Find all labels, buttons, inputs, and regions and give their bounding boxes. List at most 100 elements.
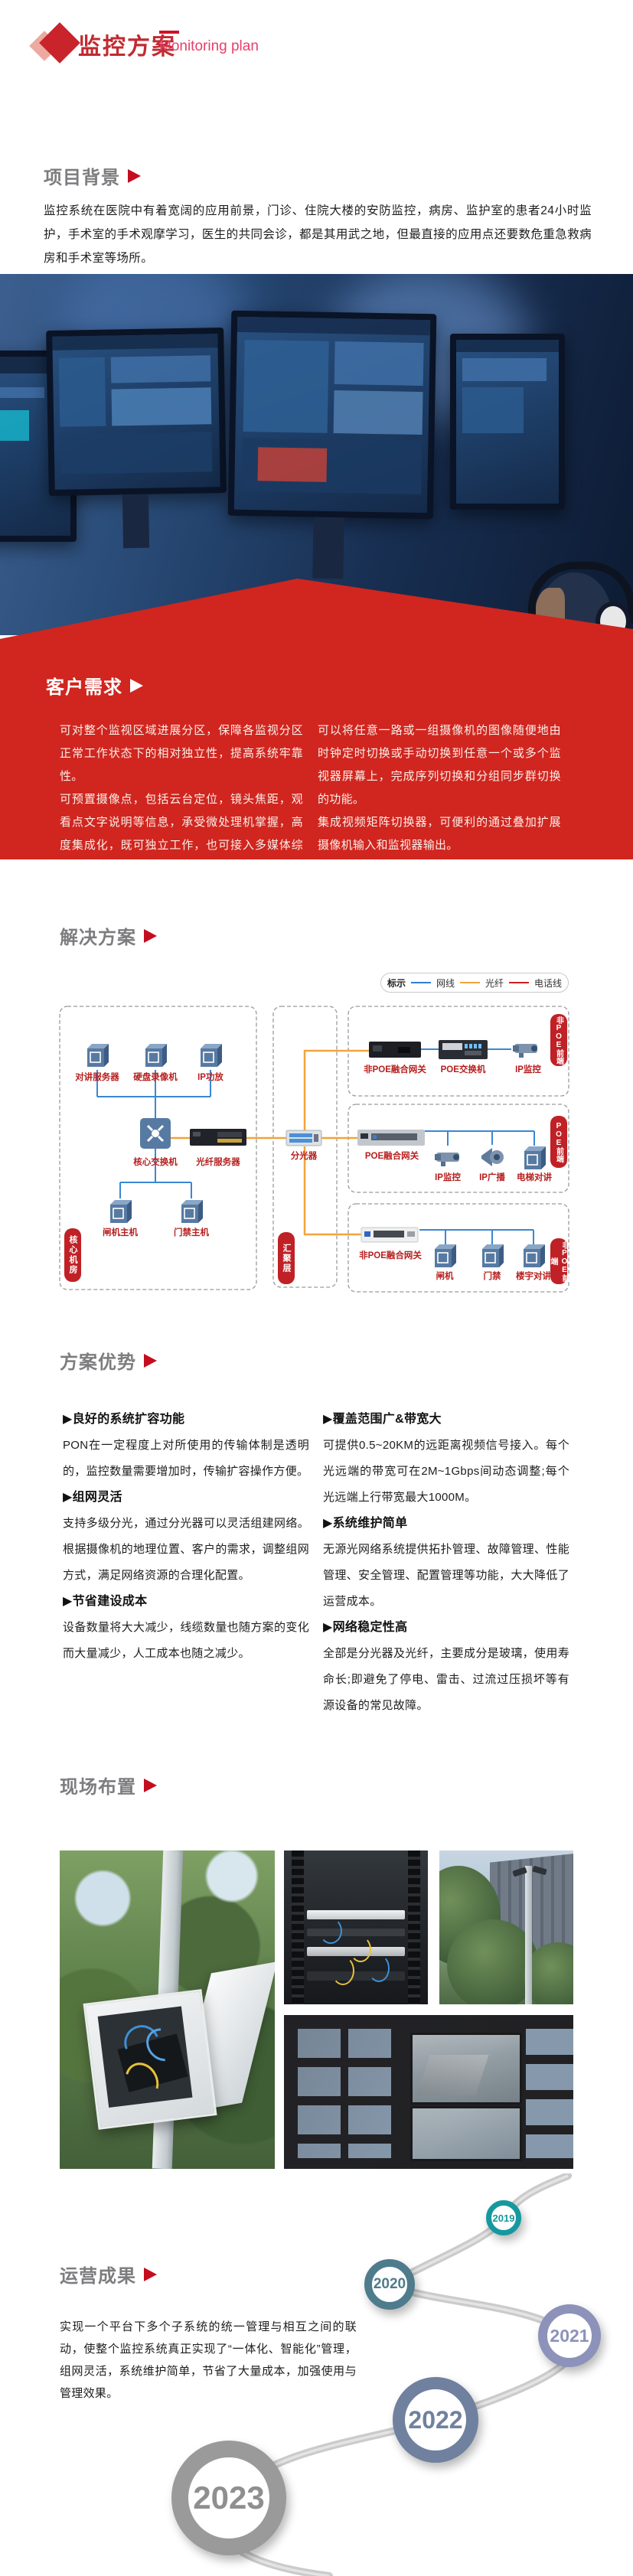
site-photo-server-rack xyxy=(284,1850,428,2004)
timeline-year-2019: 2019 xyxy=(486,2200,521,2235)
legend-net-label: 网线 xyxy=(436,977,455,989)
device-label: 非POE融合网关 xyxy=(359,1250,422,1260)
legend-label: 标示 xyxy=(387,977,406,989)
photo-screen xyxy=(456,340,559,504)
network-lines xyxy=(96,1048,535,1244)
poe-gateway-icon xyxy=(357,1130,425,1146)
photo-screen xyxy=(52,334,220,490)
timeline-year-2022: 2022 xyxy=(393,2377,478,2463)
timeline-road xyxy=(217,2173,579,2576)
advantage-heading: ▶网络稳定性高 xyxy=(323,1621,408,1634)
device-label: 门禁主机 xyxy=(174,1227,209,1237)
access-control-icon xyxy=(481,1244,504,1268)
requirements-paragraph: 可对整个监视区域进展分区，保障各监视分区正常工作状态下的相对独立性，提高系统牢靠… xyxy=(60,724,303,783)
site-photo-monitor-wall xyxy=(284,2015,573,2169)
photo-screen-grid xyxy=(526,2029,573,2158)
network-line-swatch-icon xyxy=(410,982,431,983)
section-arrow-icon xyxy=(130,678,143,693)
device-label: 光纤服务器 xyxy=(195,1156,240,1167)
ip-camera-icon xyxy=(435,1153,459,1166)
advantages-right-column: ▶覆盖范围广&带宽大 可提供0.5~20KM的远距离视频信号接入。每个光远端的带… xyxy=(323,1407,569,1719)
section-title-site: 现场布置 xyxy=(60,1772,157,1798)
ip-broadcast-icon xyxy=(481,1148,504,1166)
section-arrow-icon xyxy=(144,2267,157,2281)
advantage-heading: ▶覆盖范围广&带宽大 xyxy=(323,1413,442,1426)
timeline-year-2023: 2023 xyxy=(171,2441,286,2555)
section-title-background: 项目背景 xyxy=(44,162,141,189)
photo-cabinet-interior xyxy=(97,2006,193,2108)
elevator-intercom-icon xyxy=(524,1146,547,1170)
photo-tint-overlay xyxy=(284,2015,573,2169)
section-title-site-text: 现场布置 xyxy=(60,1777,136,1798)
photo-cable xyxy=(350,1936,371,1962)
photo-cable xyxy=(331,1956,354,1985)
diagram-legend: 标示 网线 光纤 电话线 xyxy=(380,973,569,993)
section-title-results-text: 运营成果 xyxy=(60,2266,136,2287)
photo-rack-device xyxy=(307,1971,405,1981)
requirements-paragraph: 可预置摄像点，包括云台定位，镜头焦距，观看点文字说明等信息，承受微处理机掌握，高… xyxy=(60,793,303,875)
site-photo-camera-pole xyxy=(439,1850,573,2004)
ip-camera-icon xyxy=(513,1044,537,1058)
requirements-paragraph: 可以将任意一路或一组摄像机的图像随便地由时钟定时切换或手动切换到任意一个或多个监… xyxy=(318,724,561,806)
device-label: 非POE融合网关 xyxy=(364,1064,426,1074)
requirements-left-column: 可对整个监视区域进展分区，保障各监视分区正常工作状态下的相对独立性，提高系统牢靠… xyxy=(60,719,303,875)
site-photo-outdoor-cabinet xyxy=(60,1850,275,2169)
advantage-body: 设备数量将大大减少，线缆数量也随方案的变化而大量减少，人工成本也随之减少。 xyxy=(63,1621,309,1660)
building-intercom-icon xyxy=(523,1244,546,1268)
photo-cable xyxy=(368,1955,390,1982)
phone-line-swatch-icon xyxy=(509,982,530,983)
control-room-photo xyxy=(0,274,633,635)
headset-icon xyxy=(528,562,633,623)
section-title-results: 运营成果 xyxy=(60,2261,157,2287)
fiber-line-swatch-icon xyxy=(460,982,480,983)
section-title-advantages: 方案优势 xyxy=(60,1347,157,1374)
device-label: POE交换机 xyxy=(441,1064,486,1074)
section-title-solution-text: 解决方案 xyxy=(60,928,136,948)
section-title-requirements: 客户需求 xyxy=(46,672,143,699)
results-body: 实现一个平台下多个子系统的统一管理与相互之间的联动，使整个监控系统真正实现了“一… xyxy=(60,2320,357,2400)
device-label: 门禁 xyxy=(484,1270,501,1281)
device-label: IP广播 xyxy=(479,1172,505,1182)
section-title-advantages-text: 方案优势 xyxy=(60,1352,136,1373)
photo-rack-device xyxy=(307,1910,405,1919)
zone-pill-poe-front: POE前端 xyxy=(550,1116,567,1168)
device-label: 楼宇对讲 xyxy=(516,1270,551,1281)
photo-pole xyxy=(525,1866,532,2004)
zone-pill-core-room: 核心机房 xyxy=(64,1228,81,1282)
device-label: IP监控 xyxy=(435,1172,461,1182)
core-switch-icon xyxy=(140,1118,171,1149)
photo-cabinet-box xyxy=(83,1989,217,2130)
advantage-body: 全部是分光器及光纤，主要成分是玻璃，使用寿命长;即避免了停电、雷击、过流过压损坏… xyxy=(323,1647,569,1712)
subtitle-dash-icon xyxy=(159,31,179,34)
device-labels: 对讲服务器 硬盘录像机 IP功放 核心交换机 光纤服务器 闸机主机 门禁主机 分… xyxy=(75,1064,552,1281)
section-arrow-icon xyxy=(144,928,157,943)
photo-monitor-center xyxy=(227,310,437,579)
device-label: 电梯对讲 xyxy=(517,1172,552,1182)
dvr-icon xyxy=(145,1043,168,1068)
device-label: 闸机 xyxy=(436,1270,454,1281)
advantage-body: 无源光网络系统提供拓扑管理、故障管理、性能管理、安全管理、配置管理等功能，大大降… xyxy=(323,1543,569,1608)
gate-icon xyxy=(434,1244,457,1268)
fiber-server-icon xyxy=(190,1129,246,1146)
device-label: 对讲服务器 xyxy=(75,1071,119,1082)
photo-tree xyxy=(447,1919,539,2004)
legend-fiber-label: 光纤 xyxy=(485,977,504,989)
background-body: 监控系统在医院中有着宽阔的应用前景，门诊、住院大楼的安防监控，病房、监护室的患者… xyxy=(44,204,592,265)
section-arrow-icon xyxy=(144,1778,157,1792)
zone-pill-non-poe-front-1: 非POE前端 xyxy=(550,1014,567,1066)
section-title-solution: 解决方案 xyxy=(60,922,157,949)
non-poe-gateway-icon xyxy=(361,1227,419,1243)
device-label: 硬盘录像机 xyxy=(133,1071,178,1082)
section-title-background-text: 项目背景 xyxy=(44,168,120,188)
photo-screen-grid-mask xyxy=(298,2029,397,2158)
device-label: 分光器 xyxy=(291,1150,318,1161)
photo-cable xyxy=(319,1918,342,1944)
legend-phone-label: 电话线 xyxy=(534,977,563,989)
ip-amplifier-icon xyxy=(200,1043,223,1068)
timeline-year-2021: 2021 xyxy=(538,2304,601,2367)
intercom-server-icon xyxy=(86,1043,109,1068)
zone-pill-aggregation: 汇聚层 xyxy=(278,1232,295,1284)
page-title: 监控方案 xyxy=(78,34,176,60)
advantage-heading: ▶良好的系统扩容功能 xyxy=(63,1413,185,1426)
zone-pill-non-poe-front-2: 非POE前端 xyxy=(549,1238,569,1284)
